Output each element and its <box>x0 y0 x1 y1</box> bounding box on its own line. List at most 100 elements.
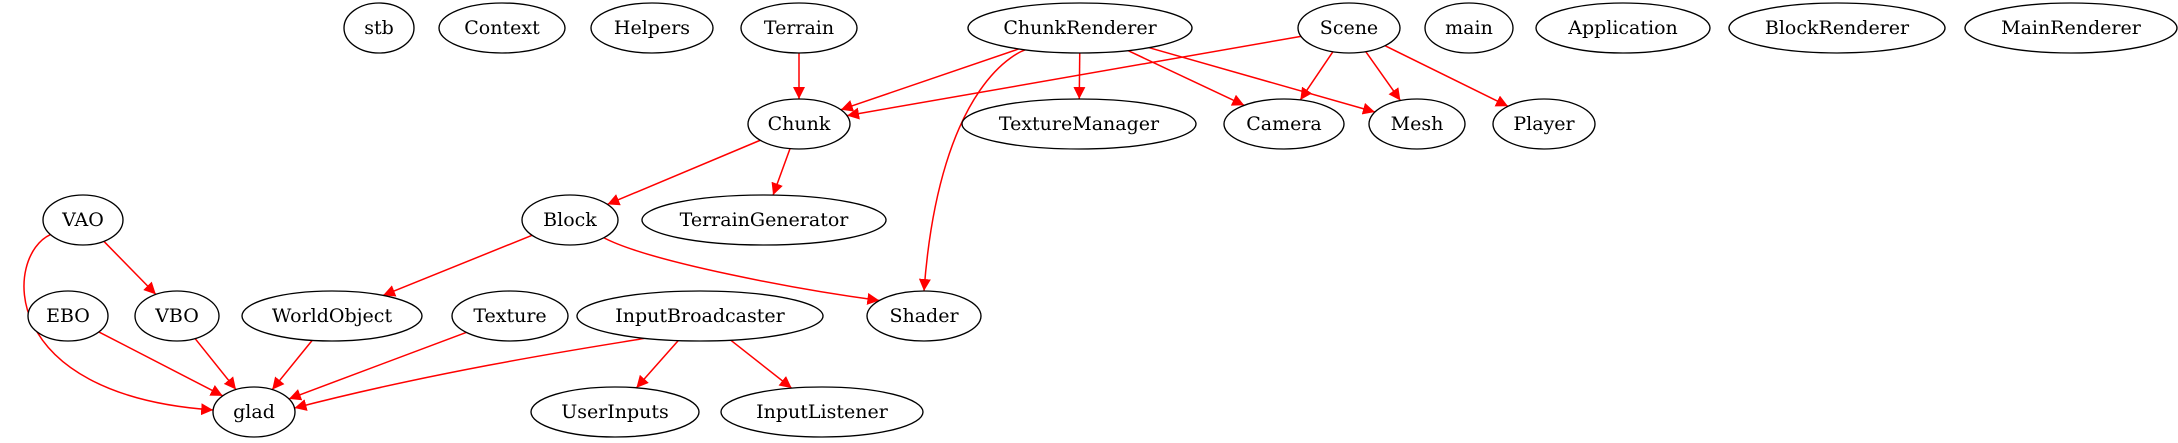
node-texture: Texture <box>451 290 569 342</box>
edge-vao-to-vbo <box>103 240 157 295</box>
node-main-ellipse <box>1424 2 1514 54</box>
node-blockrenderer: BlockRenderer <box>1728 2 1946 54</box>
node-chunk: Chunk <box>747 98 851 150</box>
node-block-ellipse <box>521 194 619 246</box>
edge-inputbroadcaster-to-glad <box>294 337 645 411</box>
node-userinputs: UserInputs <box>530 386 700 438</box>
node-worldobject: WorldObject <box>241 290 423 342</box>
edge-inputbroadcaster-to-userinputs <box>635 340 679 389</box>
node-player-label: Player <box>1513 113 1575 135</box>
node-application-label: Application <box>1567 17 1678 39</box>
node-blockrenderer-ellipse <box>1728 2 1946 54</box>
node-helpers-ellipse <box>590 2 714 54</box>
node-inputlistener-ellipse <box>720 386 924 438</box>
node-main-label: main <box>1445 17 1493 39</box>
node-inputlistener: InputListener <box>720 386 924 438</box>
node-block-label: Block <box>543 209 597 231</box>
node-terrain-ellipse <box>740 2 858 54</box>
edge-ebo-to-glad <box>98 331 224 397</box>
edge-vbo-to-glad <box>194 338 237 391</box>
node-context: Context <box>438 2 566 54</box>
node-ebo-label: EBO <box>46 305 90 327</box>
node-texturemanager-label: TextureManager <box>999 113 1160 135</box>
nodes-layer: stb Context Helpers Terrain ChunkRenderer Sce… <box>27 2 2178 438</box>
node-terraingenerator-label: TerrainGenerator <box>680 209 850 231</box>
node-stb: stb <box>343 2 415 54</box>
node-vbo-ellipse <box>134 290 220 342</box>
node-glad-label: glad <box>233 401 275 423</box>
node-camera: Camera <box>1223 98 1345 150</box>
node-helpers-label: Helpers <box>614 17 690 39</box>
node-vao-ellipse <box>42 194 124 246</box>
node-scene-ellipse <box>1297 2 1401 54</box>
node-scene-label: Scene <box>1320 17 1378 39</box>
node-terrain: Terrain <box>740 2 858 54</box>
node-shader-ellipse <box>866 290 982 342</box>
edge-chunkrenderer-to-camera <box>1127 49 1245 106</box>
node-glad: glad <box>212 386 296 438</box>
node-mainrenderer: MainRenderer <box>1964 2 2178 54</box>
node-helpers: Helpers <box>590 2 714 54</box>
edge-scene-to-camera <box>1299 51 1334 101</box>
node-application: Application <box>1535 2 1711 54</box>
node-vbo-label: VBO <box>154 305 199 327</box>
node-worldobject-ellipse <box>241 290 423 342</box>
edge-chunkrenderer-to-chunk <box>840 48 1019 112</box>
node-mesh-label: Mesh <box>1391 113 1444 135</box>
node-player: Player <box>1492 98 1596 150</box>
node-chunk-label: Chunk <box>768 113 831 135</box>
node-block: Block <box>521 194 619 246</box>
node-player-ellipse <box>1492 98 1596 150</box>
node-texturemanager-ellipse <box>961 98 1197 150</box>
edge-scene-to-chunk <box>846 35 1302 120</box>
edge-chunk-to-block <box>607 139 761 206</box>
edge-inputbroadcaster-to-inputlistener <box>730 339 793 389</box>
node-worldobject-label: WorldObject <box>272 305 393 327</box>
node-scene: Scene <box>1297 2 1401 54</box>
node-main: main <box>1424 2 1514 54</box>
edge-worldobject-to-glad <box>271 339 313 391</box>
node-context-label: Context <box>464 17 540 39</box>
node-inputlistener-label: InputListener <box>756 401 889 423</box>
edge-chunkrenderer-to-mesh <box>1148 46 1376 115</box>
node-glad-ellipse <box>212 386 296 438</box>
edge-block-to-shader <box>603 237 880 305</box>
edge-scene-to-player <box>1384 45 1509 107</box>
node-ebo: EBO <box>27 290 109 342</box>
node-application-ellipse <box>1535 2 1711 54</box>
node-shader: Shader <box>866 290 982 342</box>
node-stb-ellipse <box>343 2 415 54</box>
node-texture-ellipse <box>451 290 569 342</box>
node-inputbroadcaster-label: InputBroadcaster <box>615 305 785 327</box>
node-vao: VAO <box>42 194 124 246</box>
node-vbo: VBO <box>134 290 220 342</box>
node-mainrenderer-ellipse <box>1964 2 2178 54</box>
node-userinputs-ellipse <box>530 386 700 438</box>
node-chunkrenderer: ChunkRenderer <box>967 2 1193 54</box>
node-terraingenerator: TerrainGenerator <box>641 194 887 246</box>
node-inputbroadcaster: InputBroadcaster <box>576 290 824 342</box>
node-texture-label: Texture <box>473 305 546 327</box>
node-vao-label: VAO <box>61 209 104 231</box>
node-mesh-ellipse <box>1368 98 1466 150</box>
node-chunk-ellipse <box>747 98 851 150</box>
node-camera-ellipse <box>1223 98 1345 150</box>
node-inputbroadcaster-ellipse <box>576 290 824 342</box>
edge-block-to-worldobject <box>382 234 533 297</box>
node-blockrenderer-label: BlockRenderer <box>1765 17 1910 39</box>
node-chunkrenderer-ellipse <box>967 2 1193 54</box>
node-ebo-ellipse <box>27 290 109 342</box>
node-camera-label: Camera <box>1246 113 1322 135</box>
edge-scene-to-mesh <box>1365 51 1402 101</box>
edge-chunkrenderer-to-shader <box>918 49 1026 292</box>
node-terraingenerator-ellipse <box>641 194 887 246</box>
node-userinputs-label: UserInputs <box>561 401 669 423</box>
node-context-ellipse <box>438 2 566 54</box>
node-chunkrenderer-label: ChunkRenderer <box>1003 17 1157 39</box>
node-texturemanager: TextureManager <box>961 98 1197 150</box>
edge-chunk-to-terraingenerator <box>771 148 791 196</box>
node-mainrenderer-label: MainRenderer <box>2001 17 2142 39</box>
edge-texture-to-glad <box>288 331 467 401</box>
node-mesh: Mesh <box>1368 98 1466 150</box>
